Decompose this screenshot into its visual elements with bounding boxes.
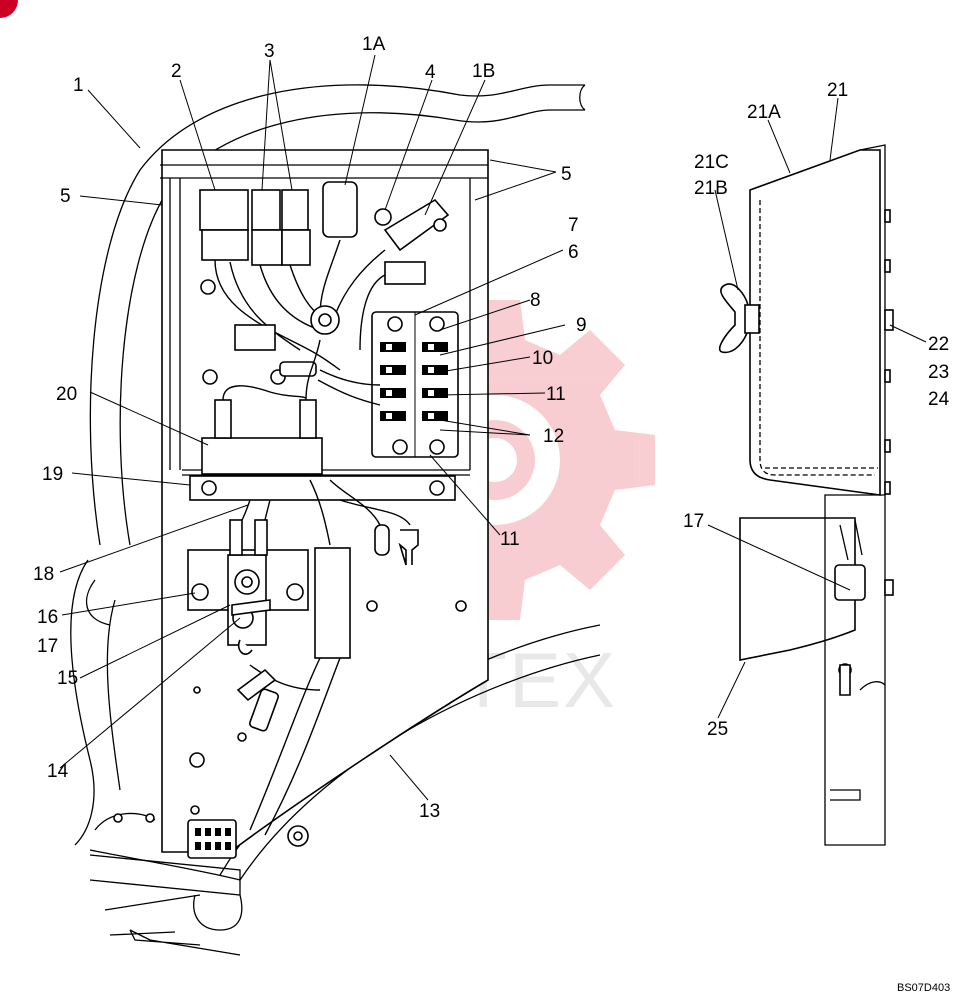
terminal-block-20 <box>201 437 323 475</box>
callout-22: 22 <box>928 334 949 355</box>
callout-20: 20 <box>56 384 77 405</box>
callout-17-left: 17 <box>37 636 58 657</box>
callout-1: 1 <box>73 75 84 96</box>
callout-19: 19 <box>42 464 63 485</box>
callout-8: 8 <box>530 290 541 311</box>
relay-3b <box>281 189 309 231</box>
hose-inner <box>119 109 551 546</box>
callout-labels: 1 2 3 1A 4 1B 5 5 7 6 8 9 10 11 12 11 20… <box>33 34 950 822</box>
bracket-25 <box>739 517 856 661</box>
callout-17-right: 17 <box>683 511 704 532</box>
callout-14: 14 <box>47 761 69 782</box>
mount-bracket <box>189 475 456 501</box>
callout-16: 16 <box>37 607 58 628</box>
callout-2: 2 <box>171 61 182 82</box>
callout-21b: 21B <box>694 178 728 199</box>
callout-15: 15 <box>57 668 78 689</box>
leader-lines <box>59 54 927 801</box>
relay-3a <box>251 189 281 231</box>
callout-23: 23 <box>928 362 949 383</box>
callout-11-bottom: 11 <box>500 529 520 550</box>
drawing-code: BS07D403 <box>897 982 950 994</box>
callout-18: 18 <box>33 564 54 585</box>
cover-assembly <box>718 144 894 846</box>
callout-10: 10 <box>532 348 553 369</box>
callout-25: 25 <box>707 719 728 740</box>
callout-9: 9 <box>576 315 587 336</box>
callout-21: 21 <box>827 80 848 101</box>
callout-24: 24 <box>928 389 950 410</box>
fuse-block <box>371 311 459 458</box>
callout-1b: 1B <box>472 61 495 82</box>
callout-5-right: 5 <box>561 164 572 185</box>
callout-5-left: 5 <box>60 186 71 207</box>
relay-1a <box>322 181 358 238</box>
callout-21a: 21A <box>747 102 781 123</box>
connector-1b <box>383 198 450 252</box>
main-assembly <box>70 84 601 956</box>
relay-2 <box>199 189 249 231</box>
callout-6: 6 <box>568 242 579 263</box>
callout-12: 12 <box>543 426 564 447</box>
harness-sleeve <box>314 547 351 659</box>
cover-21 <box>749 149 881 496</box>
wing-nut <box>718 283 749 354</box>
callout-13: 13 <box>419 801 440 822</box>
callout-1a: 1A <box>362 34 386 55</box>
callout-21c: 21C <box>694 152 729 173</box>
harness-connector <box>187 819 237 859</box>
callout-7: 7 <box>568 215 579 236</box>
callout-3: 3 <box>264 41 275 62</box>
callout-4: 4 <box>425 62 436 83</box>
corner-mark <box>0 0 18 18</box>
callout-11-top: 11 <box>546 384 566 405</box>
bolt-4 <box>374 208 392 226</box>
starter-relay <box>187 519 309 655</box>
